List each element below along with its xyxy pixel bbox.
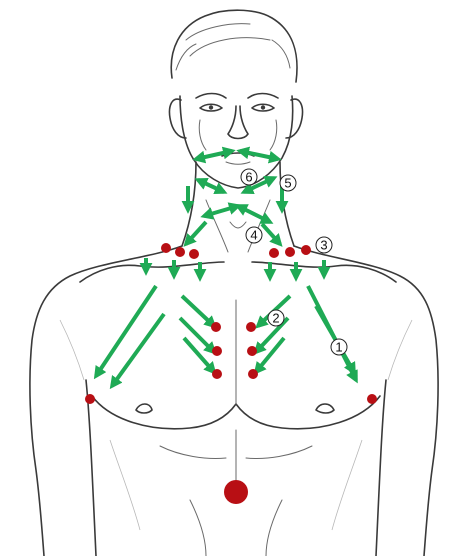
lymph-point (211, 322, 221, 332)
eyebrow-left (196, 94, 226, 99)
lymph-point (212, 346, 222, 356)
lymph-point (161, 243, 171, 253)
drainage-arrow (240, 151, 278, 159)
drainage-arrow (96, 286, 156, 376)
pupil-right (261, 105, 265, 109)
label-1: 1 (331, 339, 347, 355)
label-3-text: 3 (320, 238, 327, 253)
shoulder-right (294, 246, 438, 556)
drainage-arrows (96, 151, 356, 386)
drainage-arrow (112, 314, 164, 386)
label-6-text: 6 (245, 170, 252, 185)
lymph-point (212, 369, 222, 379)
label-1-text: 1 (335, 340, 342, 355)
lymph-point (367, 394, 377, 404)
label-6: 6 (241, 169, 257, 185)
lymph-point (175, 247, 185, 257)
label-5-text: 5 (284, 176, 291, 191)
arm-right-inner (376, 380, 386, 556)
pectoral-left (92, 396, 236, 429)
label-5: 5 (280, 175, 296, 191)
drainage-arrow (262, 224, 280, 244)
drainage-arrow (184, 338, 214, 372)
cheek-lines (199, 120, 277, 150)
pupil-left (209, 105, 213, 109)
label-4-text: 4 (250, 228, 257, 243)
arm-left-inner (86, 380, 96, 556)
label-2-text: 2 (272, 311, 279, 326)
navel-point (224, 480, 248, 504)
lymph-point (301, 245, 311, 255)
drainage-arrow (182, 296, 214, 326)
lymph-point (248, 369, 258, 379)
drainage-arrow (238, 206, 270, 222)
lymph-point (247, 346, 257, 356)
hair-strands (176, 24, 290, 70)
drainage-arrow (198, 180, 224, 192)
lymph-point (269, 248, 279, 258)
lymph-point (285, 247, 295, 257)
nipple-right (316, 404, 334, 413)
shoulder-left (30, 246, 182, 556)
nipple-left (136, 404, 152, 413)
pectoral-right (236, 396, 380, 429)
body-outline (30, 10, 438, 556)
drainage-arrow (256, 338, 284, 372)
lymph-point (246, 322, 256, 332)
label-4: 4 (246, 227, 262, 243)
lymph-point (85, 394, 95, 404)
eyebrow-right (248, 94, 278, 99)
hair-outline (171, 10, 297, 82)
lower-lip (226, 162, 250, 164)
label-3: 3 (316, 237, 332, 253)
nose (228, 106, 248, 139)
label-2: 2 (268, 310, 284, 326)
lymph-points (85, 243, 377, 504)
lymph-point (189, 249, 199, 259)
ear-right (286, 99, 303, 138)
